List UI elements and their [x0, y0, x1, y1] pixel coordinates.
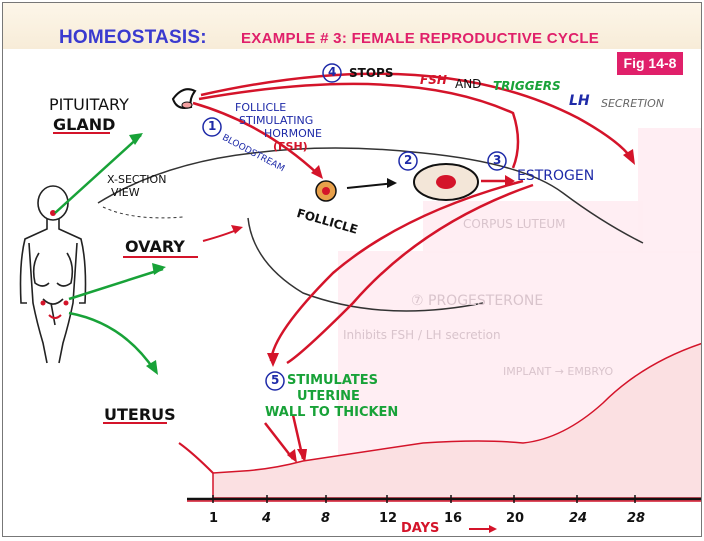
day-tick: 28 [627, 511, 645, 526]
label-days: DAYS [401, 521, 439, 536]
label-stops: STOPS [349, 66, 393, 80]
label-view: VIEW [111, 186, 140, 199]
label-ovary: OVARY [125, 237, 185, 256]
diagram-illustration [3, 3, 702, 537]
label-secretion: SECRETION [601, 97, 664, 110]
day-tick: 1 [209, 511, 218, 526]
label-pituitary: PITUITARY [49, 95, 129, 114]
label-and: AND [455, 77, 481, 91]
ghost-text: CORPUS LUTEUM [463, 217, 566, 231]
day-tick: 4 [262, 511, 271, 526]
ghost-text: IMPLANT → EMBRYO [503, 365, 613, 378]
label-step-1: 1 [208, 119, 216, 133]
label-wall-to-thicken: WALL TO THICKEN [265, 405, 398, 420]
label-fsh-line3: HORMONE [264, 127, 322, 140]
red-arrows [193, 74, 633, 459]
label-lh: LH [569, 93, 590, 109]
day-tick: 20 [506, 511, 524, 526]
label-fsh: FSH [420, 73, 447, 87]
uterine-lining-curve [213, 343, 702, 498]
label-fsh-line2: STIMULATING [239, 114, 313, 127]
ghost-text: Inhibits FSH / LH secretion [343, 328, 501, 342]
label-fsh-line1: FOLLICLE [235, 101, 286, 114]
day-tick: 16 [444, 511, 462, 526]
label-xsection: X-SECTION [107, 173, 166, 186]
label-gland: GLAND [53, 115, 115, 134]
label-estrogen: ESTROGEN [517, 168, 594, 184]
label-step-5: 5 [271, 373, 279, 387]
label-uterine: UTERINE [297, 389, 360, 404]
label-step-4: 4 [328, 65, 336, 79]
label-uterus: UTERUS [104, 405, 176, 424]
label-stimulates: STIMULATES [287, 373, 378, 388]
day-tick: 12 [379, 511, 397, 526]
label-fsh-line4: (FSH) [273, 140, 308, 153]
label-triggers: TRIGGERS [493, 79, 561, 93]
label-step-2: 2 [404, 153, 412, 167]
day-tick: 8 [321, 511, 330, 526]
label-step-3: 3 [493, 153, 501, 167]
day-tick: 24 [569, 511, 587, 526]
ghost-text: ⑦ PROGESTERONE [411, 293, 543, 309]
